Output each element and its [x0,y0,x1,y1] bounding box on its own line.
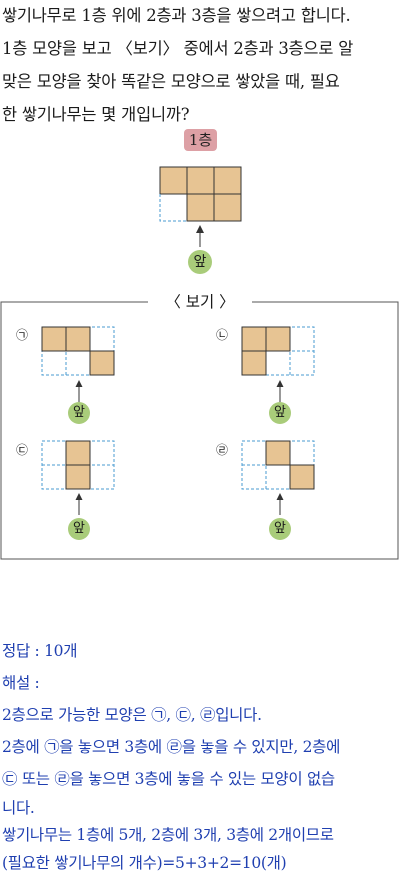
explanation-line-1: 2층으로 가능한 모양은 ㉠, ㉢, ㉣입니다. [2,706,262,724]
answer-line: 정답 : 10개 [2,642,78,660]
option-a-front-badge [68,402,90,424]
question-line-2: 1층 모양을 보고 〈보기〉 중에서 2층과 3층으로 알 [2,39,354,58]
option-a-label: ㉠ [15,328,28,342]
explanation-line-4: 니다. [2,799,35,817]
explanation-line-2: 2층에 ㉠을 놓으면 3층에 ㉣을 놓을 수 있지만, 2층에 [2,738,341,756]
explanation-line-3: ㉢ 또는 ㉣을 놓으면 3층에 놓을 수 있는 모양이 없습 [2,770,335,788]
bogi-title: 〈 보기 〉 [148,291,252,313]
explanation-heading: 해설 : [2,674,40,692]
option-d-front-label: 앞 [274,521,286,536]
question-line-4: 한 쌓기나무는 몇 개입니까? [2,105,190,124]
option-c-front-label: 앞 [73,521,85,536]
front-arrow [196,225,204,247]
option-b-front-badge [269,402,291,424]
option-b-label: ㉡ [215,328,228,342]
explanation-line-5: 쌓기나무는 1층에 5개, 2층에 3개, 3층에 2개이므로 [2,826,334,844]
option-d-shape [241,440,315,490]
question-line-3: 맞은 모양을 찾아 똑같은 모양으로 쌓았을 때, 필요 [2,72,340,91]
option-d-label: ㉣ [215,443,228,457]
option-c-shape [41,440,115,490]
option-a-shape [41,326,115,376]
option-c-label: ㉢ [15,443,28,457]
option-a-front-label: 앞 [73,405,85,420]
front-label: 앞 [193,254,207,270]
option-c-front-badge [68,518,90,540]
question-line-1: 쌓기나무로 1층 위에 2층과 3층을 쌓으려고 합니다. [2,6,351,25]
front-badge [188,250,212,274]
explanation-line-6: (필요한 쌓기나무의 개수)=5+3+2=10(개) [2,854,287,872]
option-b-front-label: 앞 [274,405,286,420]
first-floor-shape [159,166,242,222]
floor-1-tag: 1층 [184,129,217,151]
option-b-shape [241,326,315,376]
option-d-front-badge [269,518,291,540]
